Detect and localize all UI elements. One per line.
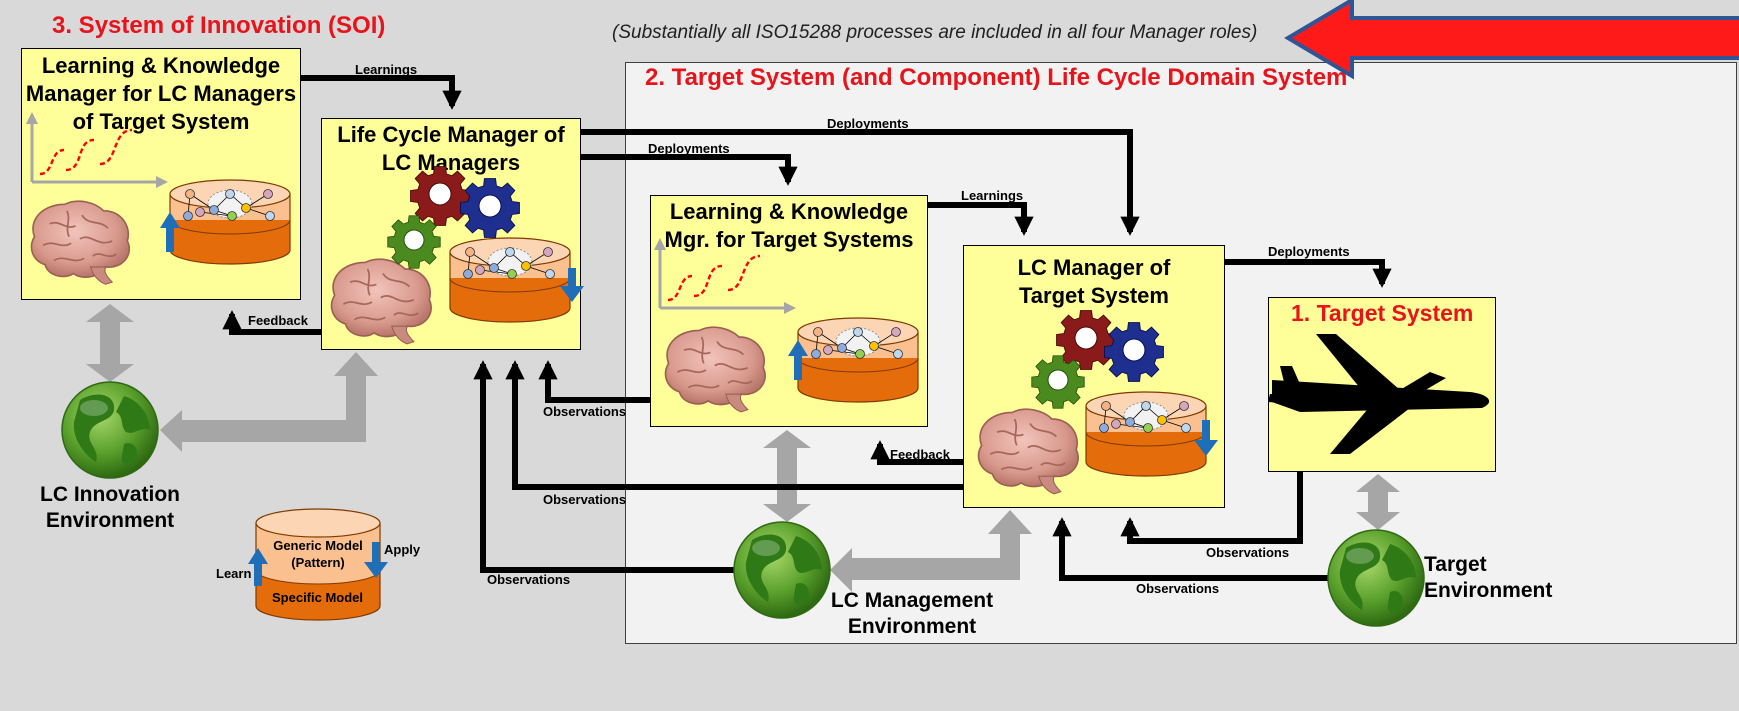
legend-generic-line2: (Pattern) — [291, 555, 345, 570]
model-arrows — [160, 212, 1218, 456]
globe-icon — [61, 381, 159, 479]
legend-specific-label: Specific Model — [272, 590, 364, 605]
lk-lc-title-1: Learning & Knowledge — [41, 53, 281, 78]
iso-note: (Substantially all ISO15288 processes ar… — [612, 22, 1258, 43]
lk-lc-title-2: Manager for LC Managers — [25, 81, 297, 106]
gear-icon — [460, 178, 520, 238]
observations-label-3: Observations — [487, 572, 571, 587]
management-env-line2: Environment — [847, 615, 977, 638]
management-env-line1: LC Management — [830, 589, 994, 612]
big-red-arrow-icon — [1284, 0, 1739, 80]
flow-arrows — [222, 75, 1392, 581]
model-cylinder-icon — [797, 317, 919, 403]
observations-label-4: Observations — [1206, 545, 1290, 560]
deployments-label-2: Deployments — [648, 141, 730, 156]
innovation-env-line2: Environment — [45, 509, 175, 532]
brain-icon — [977, 408, 1080, 495]
airplane-icon — [1268, 334, 1490, 454]
learning-curve-icon — [652, 236, 798, 316]
observations-label-5: Observations — [1136, 581, 1220, 596]
legend-learn-label: Learn — [216, 566, 252, 581]
model-cylinder-icon — [449, 237, 571, 323]
observations-label-2: Observations — [543, 492, 627, 507]
target-env-line2: Environment — [1424, 579, 1553, 602]
brain-icon — [330, 258, 433, 345]
lcm-target-title-2: Target System — [1019, 283, 1169, 308]
innovation-env-line1: LC Innovation — [40, 483, 180, 506]
observations-label-1: Observations — [543, 404, 627, 419]
deployments-label-3: Deployments — [1268, 244, 1350, 259]
soi-title: 3. System of Innovation (SOI) — [52, 12, 386, 39]
feedback-label-2: Feedback — [890, 447, 950, 462]
target-env-label: Target Environment — [1424, 552, 1552, 604]
lcm-target-title-1: LC Manager of — [1017, 255, 1171, 280]
globe-icon — [1327, 529, 1425, 627]
model-cylinder-icon — [169, 179, 291, 265]
env-exchange-arrows — [86, 304, 1400, 592]
learnings-label-1: Learnings — [355, 62, 418, 77]
target-env-line1: Target — [1424, 553, 1487, 576]
gear-icon — [1104, 322, 1164, 382]
legend-generic-label: Generic Model (Pattern) — [264, 537, 372, 571]
learning-curve-icon — [24, 110, 170, 190]
gear-icon — [410, 166, 470, 226]
domain-title: 2. Target System (and Component) Life Cy… — [645, 64, 1348, 91]
gear-icon — [1056, 310, 1116, 370]
legend-cylinder-icon — [248, 508, 388, 621]
feedback-label-1: Feedback — [248, 313, 308, 328]
legend-generic-line1: Generic Model — [273, 538, 363, 553]
model-cylinder-icon — [1085, 391, 1207, 477]
brain-icon — [664, 326, 767, 413]
brain-icon — [30, 200, 131, 286]
gear-icon — [387, 215, 441, 269]
gear-icon — [1031, 355, 1085, 409]
legend-apply-label: Apply — [384, 542, 421, 557]
lk-target-title-2: Mgr. for Target Systems — [664, 227, 914, 252]
target-system-title: 1. Target System — [1291, 300, 1474, 326]
lcm-lcm-title-1: Life Cycle Manager of — [337, 122, 565, 147]
lk-target-title-1: Learning & Knowledge — [669, 199, 909, 224]
learnings-label-2: Learnings — [961, 188, 1024, 203]
deployments-label-1: Deployments — [827, 116, 909, 131]
lk-lc-title-3: of Target System — [72, 109, 250, 134]
management-env-label: LC Management Environment — [822, 588, 1002, 640]
globe-icon — [733, 521, 831, 619]
lcm-lcm-title-2: LC Managers — [381, 150, 521, 175]
innovation-env-label: LC Innovation Environment — [30, 482, 190, 534]
